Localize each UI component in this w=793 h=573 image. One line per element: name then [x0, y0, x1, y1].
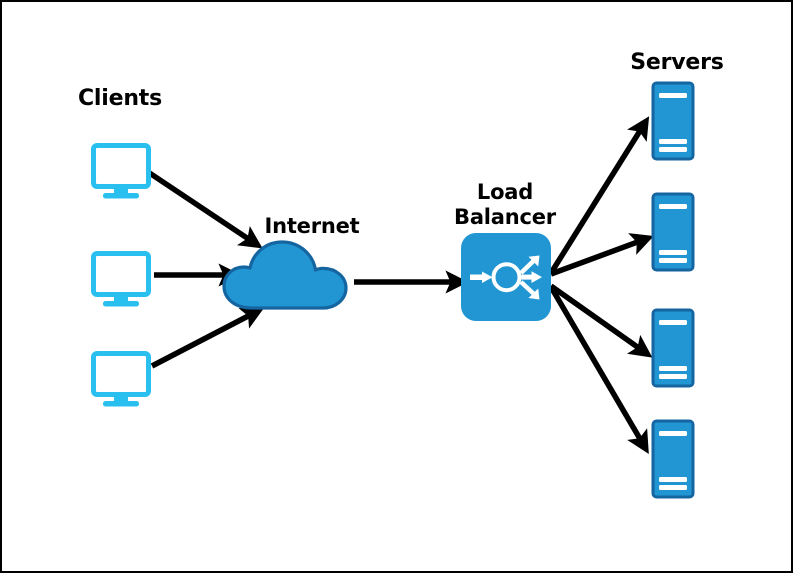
arrow-loadbalancer-to-server4 [548, 285, 649, 454]
server-node-3[interactable] [651, 308, 695, 392]
monitor-icon [91, 251, 151, 307]
arrow-loadbalancer-to-server2 [550, 233, 654, 277]
arrow-loadbalancer-to-server1 [548, 116, 650, 275]
server-icon [651, 419, 695, 499]
server-icon [651, 308, 695, 388]
internet-label: Internet [264, 214, 360, 238]
arrow-client1-to-internet [146, 169, 263, 249]
client-node-3[interactable] [91, 351, 151, 413]
arrow-client3-to-internet [150, 307, 265, 369]
client-node-1[interactable] [91, 143, 151, 205]
server-icon [651, 192, 695, 272]
cloud-icon [222, 240, 348, 310]
clients-label: Clients [77, 86, 163, 111]
internet-node[interactable] [220, 236, 360, 318]
client-node-2[interactable] [91, 251, 151, 313]
arrow-loadbalancer-to-server3 [549, 283, 653, 358]
server-node-2[interactable] [651, 192, 695, 276]
load-balancer-label: Load Balancer [454, 180, 556, 229]
server-node-1[interactable] [651, 81, 695, 165]
server-node-4[interactable] [651, 419, 695, 503]
load-balancer-node[interactable] [461, 233, 551, 325]
load-balancer-icon [461, 233, 551, 321]
monitor-icon [91, 351, 151, 407]
servers-label: Servers [630, 50, 724, 75]
monitor-icon [91, 143, 151, 199]
server-icon [651, 81, 695, 161]
